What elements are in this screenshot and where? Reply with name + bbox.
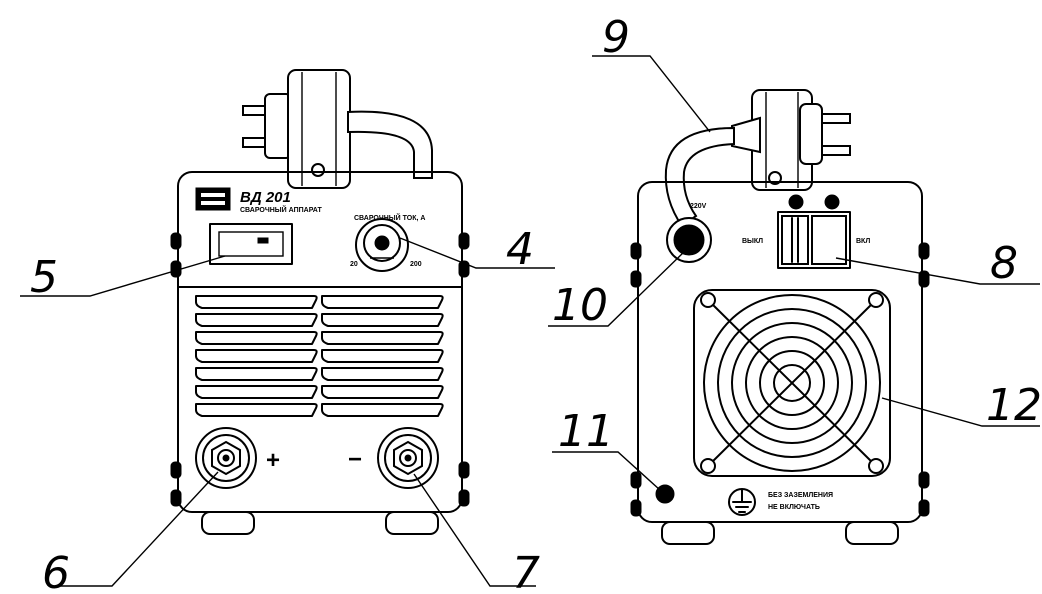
switch-off-label: ВЫКЛ [742, 238, 763, 245]
louver-slot [321, 313, 444, 327]
louver-slot [195, 403, 318, 417]
knob-min: 20 [350, 261, 358, 268]
knob-label: СВАРОЧНЫЙ ТОК, А [354, 213, 425, 222]
current-knob[interactable]: СВАРОЧНЫЙ ТОК, А 20 200 [350, 213, 425, 272]
louver-slot [195, 385, 318, 399]
front-housing [170, 171, 470, 535]
callouts: 5 4 6 7 9 8 10 11 12 [30, 12, 1042, 594]
rear-plug: 220V [664, 89, 851, 228]
ground-terminal[interactable] [655, 484, 675, 504]
callout-6: 6 [42, 548, 70, 594]
louver-slot [195, 367, 318, 381]
ground-text-2: НЕ ВКЛЮЧАТЬ [768, 504, 820, 511]
front-view: ВД 201 СВАРОЧНЫЙ АППАРАТ СВАРОЧНЫЙ ТОК, … [170, 69, 470, 535]
ground-text-1: БЕЗ ЗАЗЕМЛЕНИЯ [768, 492, 833, 499]
minus-sign: − [348, 446, 362, 473]
louver-slot [195, 331, 318, 345]
front-logo: ВД 201 СВАРОЧНЫЙ АППАРАТ [195, 187, 322, 214]
louver-slot [321, 295, 444, 309]
ground-warning: БЕЗ ЗАЗЕМЛЕНИЯ НЕ ВКЛЮЧАТЬ [728, 488, 833, 516]
callout-9: 9 [602, 12, 630, 63]
callout-12: 12 [986, 380, 1042, 431]
fan-guard [693, 289, 891, 477]
rear-housing [630, 181, 930, 545]
plus-sign: + [266, 447, 280, 474]
plus-terminal[interactable]: + [195, 427, 280, 489]
louver-slot [321, 349, 444, 363]
leader-lines [20, 55, 1040, 587]
minus-terminal[interactable]: − [348, 427, 439, 489]
cable-label: 220V [690, 203, 707, 210]
louver-slot [195, 349, 318, 363]
rear-view: 220V В [630, 89, 930, 545]
louver-slot [321, 385, 444, 399]
louver-slot [321, 331, 444, 345]
callout-8: 8 [990, 238, 1018, 289]
power-switch[interactable]: ВЫКЛ ВКЛ [742, 194, 870, 269]
louver-slot [195, 295, 318, 309]
knob-max: 200 [410, 261, 422, 268]
callout-10: 10 [552, 280, 608, 331]
front-louvers [195, 295, 444, 417]
callout-5: 5 [30, 252, 58, 303]
model-label: ВД 201 [240, 189, 291, 206]
louver-slot [195, 313, 318, 327]
switch-on-label: ВКЛ [856, 238, 870, 245]
front-plug [242, 69, 433, 189]
cable-gland [666, 217, 712, 263]
brand-subtitle: СВАРОЧНЫЙ АППАРАТ [240, 205, 322, 214]
louver-slot [321, 403, 444, 417]
ammeter-display [209, 223, 293, 265]
louver-slot [321, 367, 444, 381]
callout-7: 7 [512, 548, 540, 594]
callout-11: 11 [558, 406, 614, 457]
callout-4: 4 [506, 224, 534, 275]
